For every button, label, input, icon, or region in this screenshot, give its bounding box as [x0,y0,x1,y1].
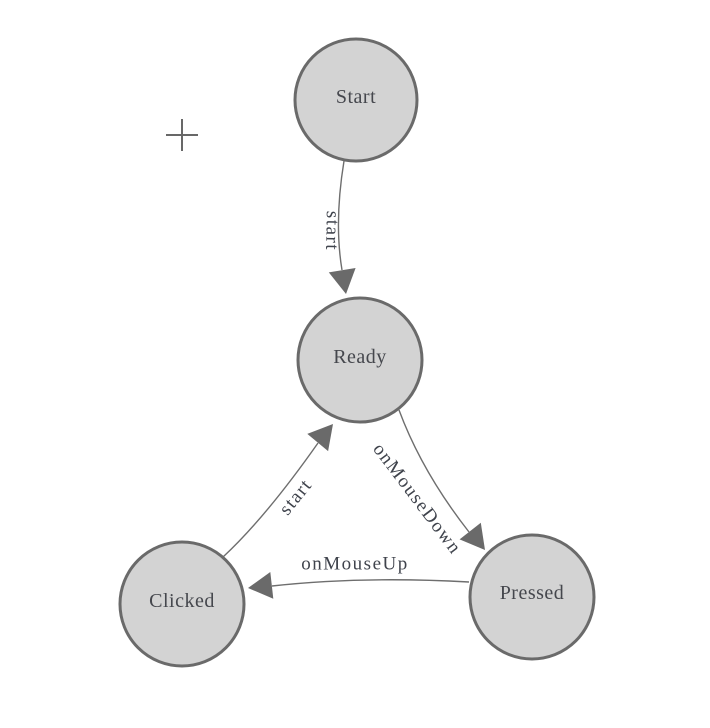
arrowhead-icon [459,522,485,550]
state-circle-ready[interactable] [296,296,424,424]
transition-label-onmousedown[interactable]: onMouseDown [368,439,465,558]
transition-start-to-ready-path[interactable] [337,160,345,271]
state-node-ready[interactable]: Ready [296,296,424,424]
arrowhead-icon [328,268,356,294]
arrowhead-icon [307,424,333,452]
transition-clicked-to-ready-path[interactable] [222,442,319,558]
state-node-start[interactable]: Start [293,37,419,163]
transition-ready-to-pressed: onMouseDown [368,409,485,559]
arrowhead-icon [248,572,274,599]
transition-label-start-1[interactable]: start [321,211,343,252]
state-label-pressed: Pressed [500,582,565,604]
crosshair-plus-icon [166,119,198,151]
state-label-ready: Ready [333,346,387,368]
state-node-pressed[interactable]: Pressed [468,533,596,661]
transition-ready-to-pressed-path[interactable] [398,409,470,533]
transition-label-start-2[interactable]: start [275,475,317,519]
state-node-clicked[interactable]: Clicked [118,540,246,668]
transition-pressed-to-clicked: onMouseUp [248,554,470,599]
state-circle-pressed[interactable] [468,533,596,661]
transition-start-to-ready: start [321,160,356,294]
state-circle-clicked[interactable] [118,540,246,668]
state-circle-start[interactable] [293,37,419,163]
transition-clicked-to-ready: start [222,424,333,558]
transition-label-onmouseup[interactable]: onMouseUp [301,554,408,575]
state-label-start: Start [336,86,376,108]
transition-pressed-to-clicked-path[interactable] [271,579,470,587]
state-label-clicked: Clicked [149,590,215,612]
